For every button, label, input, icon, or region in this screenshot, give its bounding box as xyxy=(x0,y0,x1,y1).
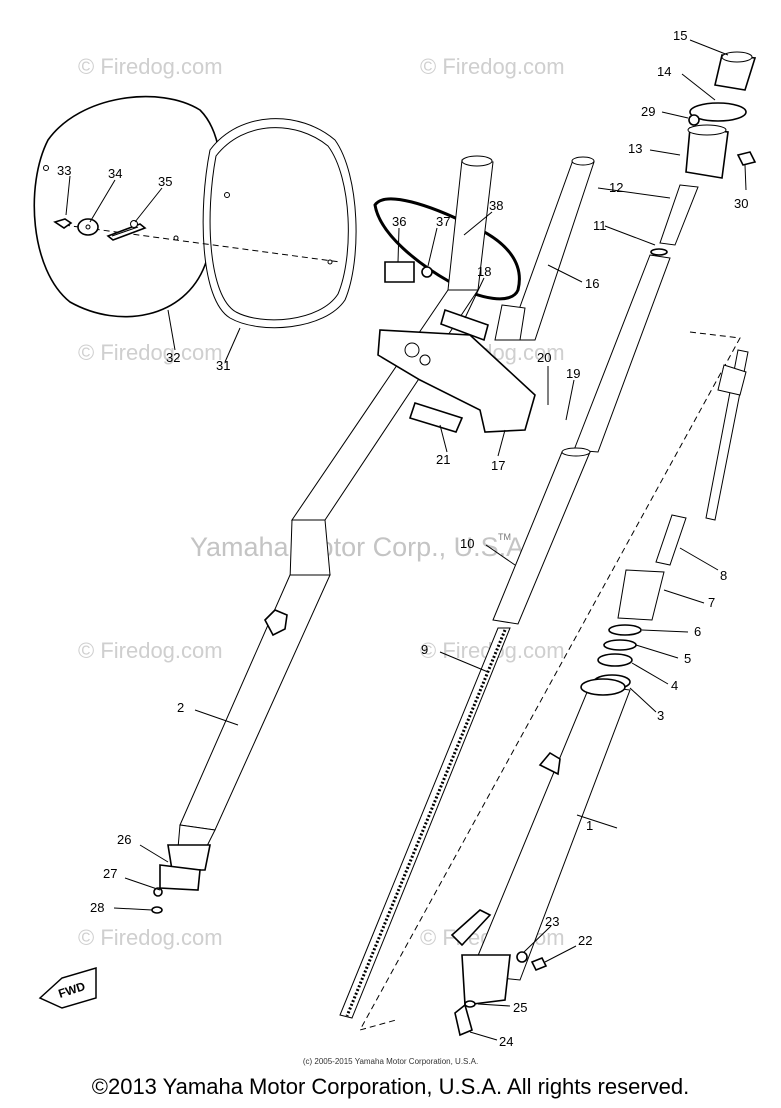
callout-32: 32 xyxy=(166,350,180,365)
callout-18: 18 xyxy=(477,264,491,279)
watermark-site: © Firedog.com xyxy=(78,340,223,365)
callout-5: 5 xyxy=(684,651,691,666)
callout-6: 6 xyxy=(694,624,701,639)
callout-21: 21 xyxy=(436,452,450,467)
fwd-arrow: FWD xyxy=(38,966,97,1009)
watermark-site: © Firedog.com xyxy=(420,54,565,79)
headlight-assembly xyxy=(33,95,357,329)
callout-24: 24 xyxy=(499,1034,513,1049)
callout-12: 12 xyxy=(609,180,623,195)
watermark-site: © Firedog.com xyxy=(78,54,223,79)
callout-14: 14 xyxy=(657,64,671,79)
small-credit-line: (c) 2005-2015 Yamaha Motor Corporation, … xyxy=(302,1057,479,1066)
callout-numbers: 1 2 3 4 5 6 7 8 9 10 11 12 13 14 15 16 1… xyxy=(57,28,748,1049)
callout-10: 10 xyxy=(460,536,474,551)
callout-31: 31 xyxy=(216,358,230,373)
callout-36: 36 xyxy=(392,214,406,229)
watermark-site: © Firedog.com xyxy=(78,638,223,663)
callout-8: 8 xyxy=(720,568,727,583)
callout-34: 34 xyxy=(108,166,122,181)
callout-1: 1 xyxy=(586,818,593,833)
callout-19: 19 xyxy=(566,366,580,381)
callout-2: 2 xyxy=(177,700,184,715)
callout-33: 33 xyxy=(57,163,71,178)
leader-lines xyxy=(65,39,747,1041)
callout-38: 38 xyxy=(489,198,503,213)
callout-7: 7 xyxy=(708,595,715,610)
callout-4: 4 xyxy=(671,678,678,693)
callout-25: 25 xyxy=(513,1000,527,1015)
callout-22: 22 xyxy=(578,933,592,948)
callout-17: 17 xyxy=(491,458,505,473)
callout-20: 20 xyxy=(537,350,551,365)
callout-16: 16 xyxy=(585,276,599,291)
copyright-footer: ©2013 Yamaha Motor Corporation, U.S.A. A… xyxy=(91,1074,690,1099)
callout-11: 11 xyxy=(593,218,607,233)
watermark-center: Yamaha Motor Corp., U.S.A. xyxy=(190,532,532,562)
callout-27: 27 xyxy=(103,866,117,881)
callout-28: 28 xyxy=(90,900,104,915)
watermark-tm: TM xyxy=(498,532,511,542)
callout-3: 3 xyxy=(657,708,664,723)
callout-15: 15 xyxy=(673,28,687,43)
watermark-site: © Firedog.com xyxy=(78,925,223,950)
callout-13: 13 xyxy=(628,141,642,156)
spring-coil xyxy=(345,629,507,1017)
callout-30: 30 xyxy=(734,196,748,211)
callout-26: 26 xyxy=(117,832,131,847)
callout-29: 29 xyxy=(641,104,655,119)
callout-23: 23 xyxy=(545,914,559,929)
callout-9: 9 xyxy=(421,642,428,657)
callout-37: 37 xyxy=(436,214,450,229)
callout-35: 35 xyxy=(158,174,172,189)
